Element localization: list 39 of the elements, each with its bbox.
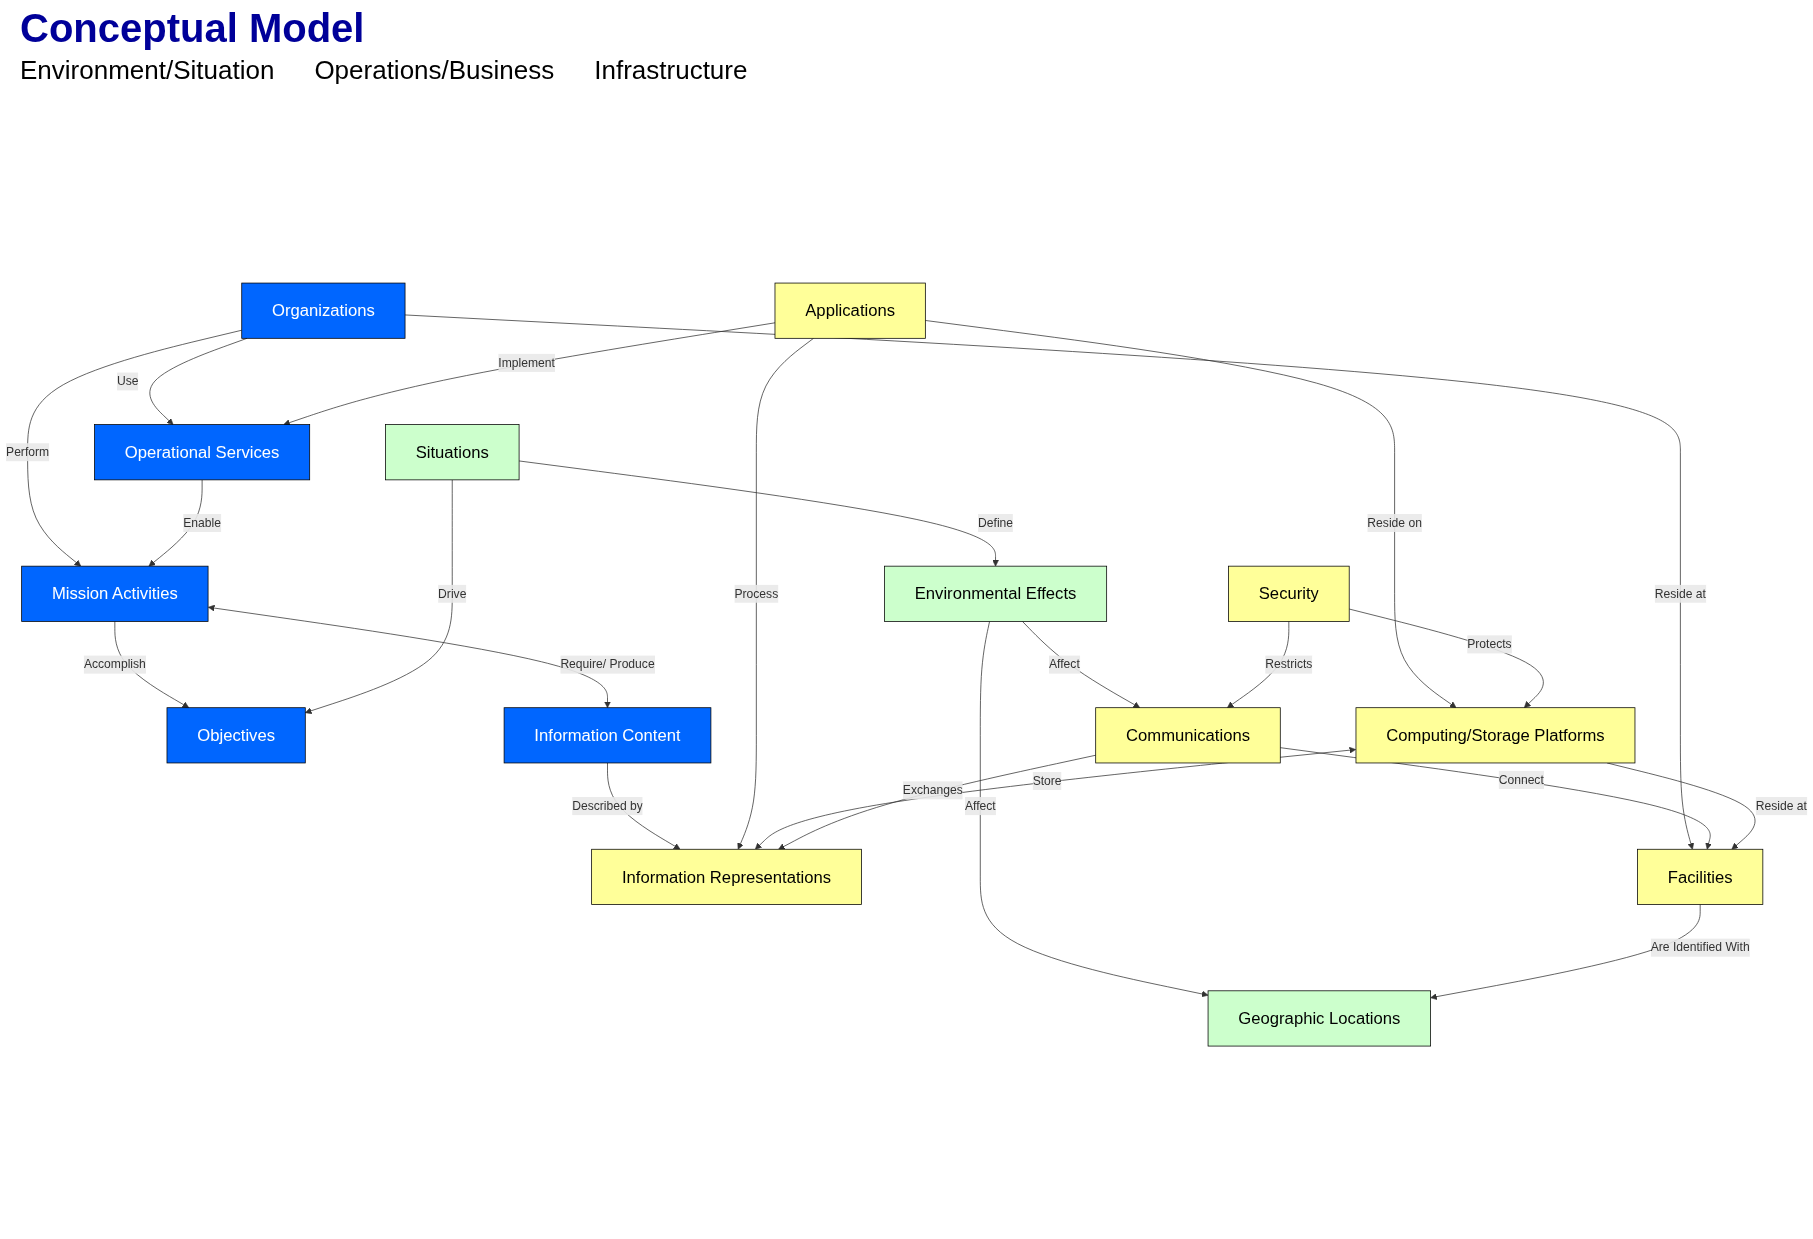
node-box: Mission Activities [21, 565, 209, 622]
node-box: Communications [1095, 707, 1281, 764]
edge-label: Exchanges [902, 783, 963, 797]
edge-label: Connect [1498, 772, 1544, 786]
edge-label: Reside at [1654, 586, 1706, 600]
node-box: Geographic Locations [1207, 990, 1431, 1047]
edge-label: Affect [1049, 657, 1080, 671]
node-box: Organizations [241, 282, 406, 339]
edge-label: Implement [498, 355, 555, 369]
node-box: Facilities [1637, 848, 1764, 905]
edge-label: Define [978, 516, 1014, 529]
edge-label: Protects [1467, 637, 1512, 651]
edge-label: Use [117, 374, 139, 388]
edge-label: Reside at [1755, 799, 1807, 813]
node-box: Information Content [503, 707, 712, 764]
node-box: Applications [774, 282, 926, 339]
section-label: Infrastructure [594, 55, 748, 86]
diagram-title: Conceptual Model [20, 6, 366, 51]
edge-label: Enable [183, 516, 221, 529]
edge-label: Require/ Produce [560, 657, 655, 671]
edge-label: Store [1032, 774, 1062, 787]
edge-label: Accomplish [83, 657, 146, 671]
edge-label: Reside on [1367, 516, 1422, 529]
node-box: Environmental Effects [884, 565, 1108, 622]
edge-label: Restricts [1265, 657, 1313, 671]
node-box: Objectives [166, 707, 306, 764]
edge-label: Described by [572, 799, 643, 813]
section-label: Environment/Situation [20, 55, 275, 86]
node-box: Security [1228, 565, 1350, 622]
edge-label: Perform [6, 445, 50, 459]
node-box: Computing/Storage Platforms [1355, 707, 1636, 764]
section-label: Operations/Business [314, 55, 555, 86]
node-box: Situations [385, 424, 520, 481]
node-box: Operational Services [94, 424, 311, 481]
edge-label: Process [734, 586, 779, 600]
edge-label: Affect [964, 799, 996, 813]
edge-label: Are Identified With [1650, 940, 1750, 954]
node-box: Information Representations [591, 848, 862, 905]
edge-label: Drive [438, 586, 467, 600]
